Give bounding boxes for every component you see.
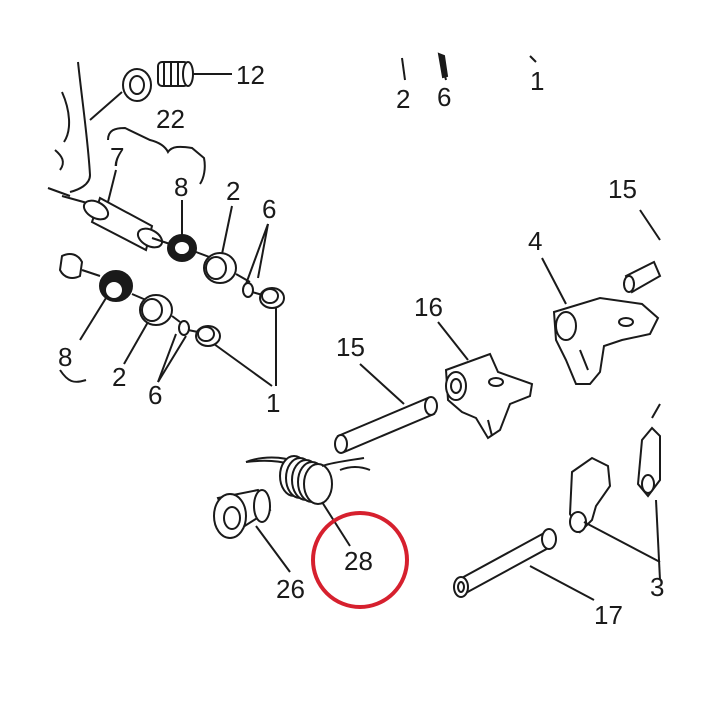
top-leaders <box>401 52 537 81</box>
label-3: 3 <box>650 572 664 602</box>
label-8-upper: 8 <box>174 172 188 202</box>
shaft-part-15-middle <box>334 396 438 454</box>
housing-edge <box>47 61 123 383</box>
label-15-middle: 15 <box>336 332 365 362</box>
callout-labels: 12 2 6 1 22 7 8 2 6 15 4 16 15 8 2 6 1 2… <box>58 60 664 630</box>
label-6-lower: 6 <box>148 380 162 410</box>
lower-shaft-assembly <box>58 253 221 347</box>
label-2-upper: 2 <box>226 176 240 206</box>
label-26: 26 <box>276 574 305 604</box>
label-1-top: 1 <box>530 66 544 96</box>
fork-part-4 <box>552 260 662 385</box>
label-6-upper: 6 <box>262 194 276 224</box>
spring-part-28 <box>245 455 371 505</box>
label-15-right: 15 <box>608 174 637 204</box>
upper-shaft-assembly <box>61 195 285 309</box>
label-1-lower: 1 <box>266 388 280 418</box>
leader-lines <box>79 169 661 601</box>
fork-part-16 <box>444 352 534 440</box>
label-17: 17 <box>594 600 623 630</box>
fork-part-3 <box>568 403 661 581</box>
highlight-circle <box>311 511 409 609</box>
shaft-part-17 <box>453 528 557 598</box>
label-22: 22 <box>156 104 185 134</box>
label-2-top: 2 <box>396 84 410 114</box>
label-28: 28 <box>344 546 373 576</box>
label-16: 16 <box>414 292 443 322</box>
collar-part-26 <box>213 488 272 539</box>
plug-part-12 <box>122 61 232 102</box>
label-2-lower: 2 <box>112 362 126 392</box>
label-4: 4 <box>528 226 542 256</box>
label-12: 12 <box>236 60 265 90</box>
label-6-top: 6 <box>437 82 451 112</box>
label-7: 7 <box>110 142 124 172</box>
brace-22 <box>107 126 206 185</box>
label-8-lower: 8 <box>58 342 72 372</box>
